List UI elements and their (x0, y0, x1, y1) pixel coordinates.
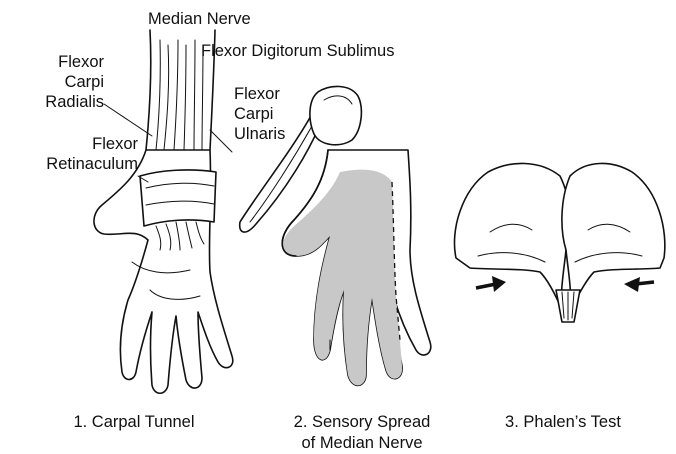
flexor-retinaculum-line-1: Flexor (10, 134, 138, 154)
pressed-hands-fingers (556, 290, 580, 322)
right-arm (562, 163, 665, 310)
flexor-carpi-ulnaris-label: Flexor Carpi Ulnaris (234, 84, 285, 144)
caption-phalens-test-line-1: 3. Phalen’s Test (486, 412, 640, 433)
flexor-carpi-radialis-label: Flexor Carpi Radialis (40, 52, 104, 112)
left-arm (454, 163, 569, 310)
flexor-carpi-radialis-line-3: Radialis (40, 92, 104, 112)
flexor-retinaculum-line-2: Retinaculum (10, 154, 138, 174)
median-nerve-label: Median Nerve (148, 9, 251, 29)
caption-sensory-spread-line-1: 2. Sensory Spread (262, 412, 462, 433)
caption-carpal-tunnel-line-1: 1. Carpal Tunnel (48, 412, 220, 433)
flexor-carpi-ulnaris-line-1: Flexor (234, 84, 285, 104)
caption-carpal-tunnel: 1. Carpal Tunnel (48, 412, 220, 433)
flexor-retinaculum-label: Flexor Retinaculum (10, 134, 138, 174)
phalens-test-figure (454, 163, 664, 322)
flexor-carpi-ulnaris-line-2: Carpi (234, 104, 285, 124)
caption-sensory-spread: 2. Sensory Spread of Median Nerve (262, 412, 462, 454)
flexor-carpi-ulnaris-line-3: Ulnaris (234, 124, 285, 144)
flexor-carpi-radialis-line-1: Flexor (40, 52, 104, 72)
caption-phalens-test: 3. Phalen’s Test (486, 412, 640, 433)
flexor-retinaculum-band (140, 170, 216, 226)
median-nerve-sensory-area (283, 170, 402, 386)
carpal-tunnel-hand (94, 30, 233, 393)
flexor-carpi-radialis-line-2: Carpi (40, 72, 104, 92)
push-arrow-left (476, 276, 506, 292)
caption-sensory-spread-line-2: of Median Nerve (262, 433, 462, 454)
push-arrow-right (624, 277, 654, 292)
flexor-digitorum-sublimus-label: Flexor Digitorum Sublimus (201, 41, 394, 61)
